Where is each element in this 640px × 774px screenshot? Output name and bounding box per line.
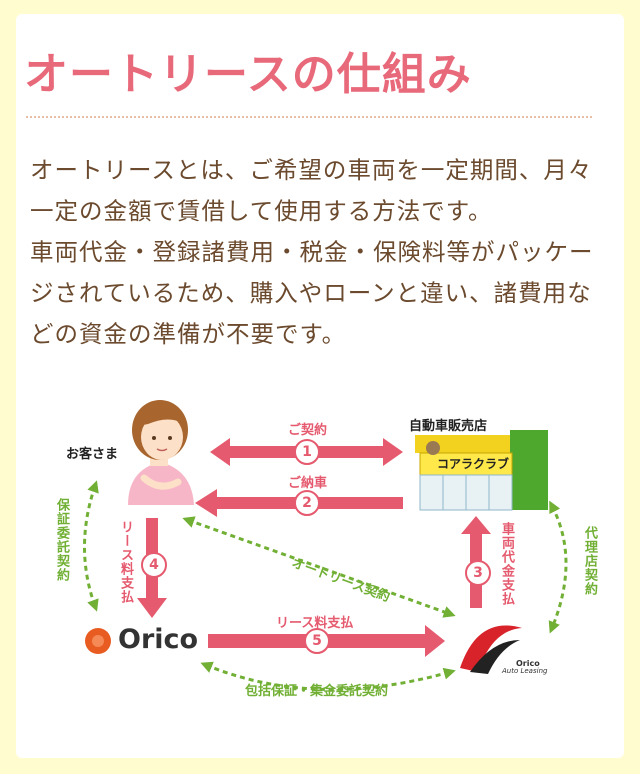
description-text: オートリースとは、ご希望の車両を一定期間、月々一定の金額で賃借して使用する方法で… bbox=[30, 150, 595, 355]
flow-4-number: 4 bbox=[141, 552, 167, 578]
oal-logo-text-1: Orico bbox=[516, 659, 540, 668]
oal-logo-text-2: Auto Leasing bbox=[502, 667, 548, 675]
flow-2-label: ご納車 bbox=[288, 476, 328, 491]
guarantee-contract-label: 保証委託契約 bbox=[54, 498, 69, 582]
dealer-sign-text: コアラクラブ bbox=[437, 457, 510, 471]
orico-logo-text: Orico bbox=[118, 624, 199, 655]
flow-3-number: 3 bbox=[465, 560, 491, 586]
flow-4-label: リース料支払 bbox=[118, 520, 133, 604]
customer-label: お客さま bbox=[66, 447, 119, 462]
flow-5-number: 5 bbox=[304, 628, 330, 654]
page-title: オートリースの仕組み bbox=[24, 49, 472, 100]
description-paragraph-1: オートリースとは、ご希望の車両を一定期間、月々一定の金額で賃借して使用する方法で… bbox=[30, 156, 593, 225]
flow-2-number: 2 bbox=[294, 490, 320, 516]
flow-1-number: 1 bbox=[294, 439, 320, 465]
agency-contract-label: 代理店契約 bbox=[582, 526, 597, 596]
collection-contract-label: 包括保証・集金委託契約 bbox=[245, 684, 389, 699]
flow-3-label: 車両代金支払 bbox=[499, 522, 514, 606]
title-divider bbox=[26, 116, 592, 118]
flow-1-label: ご契約 bbox=[288, 423, 328, 438]
dealer-label: 自動車販売店 bbox=[409, 419, 488, 434]
description-paragraph-2: 車両代金・登録諸費用・税金・保険料等がパッケージされているため、購入やローンと違… bbox=[30, 238, 594, 348]
flow-5-label: リース料支払 bbox=[276, 616, 354, 631]
